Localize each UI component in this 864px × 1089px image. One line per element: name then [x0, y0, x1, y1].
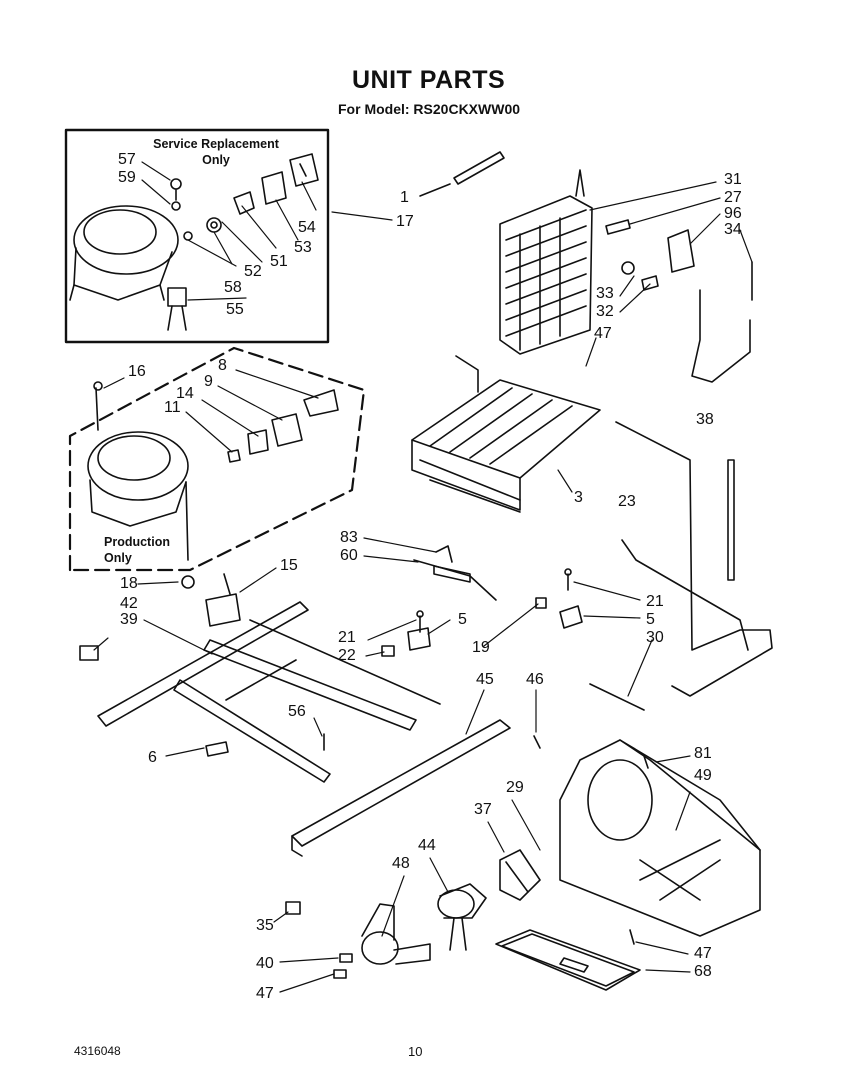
callout-21-right: 21	[646, 593, 664, 610]
callout-45: 45	[476, 671, 494, 688]
part-47-lower	[629, 929, 635, 945]
callout-8: 8	[218, 357, 227, 374]
page-number: 10	[408, 1044, 423, 1059]
leader-15	[239, 567, 277, 593]
callout-60: 60	[340, 547, 358, 564]
mount-parts	[381, 568, 583, 657]
callout-40: 40	[256, 955, 274, 972]
condenser-coil	[499, 169, 593, 355]
callout-6: 6	[148, 749, 157, 766]
production-leaders	[103, 369, 319, 585]
part-81	[643, 755, 649, 769]
production-only-label: Production Only	[104, 535, 170, 565]
callout-37: 37	[474, 801, 492, 818]
callout-14: 14	[176, 385, 194, 402]
callout-16: 16	[128, 363, 146, 380]
callout-19: 19	[472, 639, 490, 656]
defrost-heater	[413, 545, 497, 601]
callout-42: 42	[120, 595, 138, 612]
callout-11: 11	[164, 399, 181, 416]
callout-81: 81	[694, 745, 712, 762]
fan-motor	[437, 883, 487, 951]
callout-3: 3	[574, 489, 583, 506]
callout-9: 9	[204, 373, 213, 390]
callout-21-left: 21	[338, 629, 356, 646]
compressor-service-part	[69, 205, 187, 331]
page-title: UNIT PARTS	[352, 66, 506, 94]
chassis-frame	[79, 601, 441, 783]
callout-18: 18	[120, 575, 138, 592]
callout-5-right: 5	[646, 611, 655, 628]
evaporator	[411, 355, 601, 513]
document-number: 4316048	[74, 1044, 121, 1058]
production-box	[68, 346, 366, 572]
callout-34: 34	[724, 221, 742, 238]
callout-57: 57	[118, 151, 136, 168]
heater-leaders	[363, 537, 437, 563]
bracket-45	[291, 719, 511, 857]
motor-mount	[361, 903, 431, 965]
right-top-leaders	[585, 181, 753, 367]
production-small-parts	[93, 381, 339, 463]
fan-bracket	[559, 739, 761, 937]
callout-52: 52	[244, 263, 262, 280]
model-subtitle: For Model: RS20CKXWW00	[338, 101, 521, 117]
callout-30: 30	[646, 629, 664, 646]
callout-47-mid: 47	[694, 945, 712, 962]
callout-38: 38	[696, 411, 714, 428]
leader-17	[331, 211, 393, 221]
callout-31: 31	[724, 171, 742, 188]
callout-58: 58	[224, 279, 242, 296]
fan-blade	[499, 849, 541, 901]
callout-5-left: 5	[458, 611, 467, 628]
callout-83: 83	[340, 529, 358, 546]
callout-15: 15	[280, 557, 298, 574]
part-6	[205, 741, 229, 757]
fan-bracket-leaders	[635, 755, 691, 973]
callout-44: 44	[418, 837, 436, 854]
callout-47-top: 47	[594, 325, 612, 342]
service-replacement-box	[64, 128, 330, 344]
callout-68: 68	[694, 963, 712, 980]
callout-23: 23	[618, 493, 636, 510]
callout-96: 96	[724, 205, 742, 222]
callout-53: 53	[294, 239, 312, 256]
callout-32: 32	[596, 303, 614, 320]
service-leaders	[141, 161, 317, 301]
callout-29: 29	[506, 779, 524, 796]
callout-48: 48	[392, 855, 410, 872]
compressor-production-part	[87, 431, 195, 589]
callout-17: 17	[396, 213, 414, 230]
callout-27: 27	[724, 189, 742, 206]
service-small-parts	[170, 153, 319, 241]
part-1-dryer	[419, 151, 505, 197]
callout-22: 22	[338, 647, 356, 664]
service-replacement-label: Service Replacement Only	[153, 137, 279, 167]
lower-left-leaders	[273, 911, 339, 993]
drain-pan	[495, 929, 641, 991]
callout-59: 59	[118, 169, 136, 186]
callout-35: 35	[256, 917, 274, 934]
lower-left-parts	[285, 901, 353, 979]
callout-54: 54	[298, 219, 316, 236]
callout-39: 39	[120, 611, 138, 628]
callout-56: 56	[288, 703, 306, 720]
leader-45	[465, 689, 485, 735]
chassis-leaders	[93, 619, 323, 757]
leader-3	[557, 469, 573, 493]
callout-49: 49	[694, 767, 712, 784]
tubes	[589, 421, 773, 711]
right-top-small-parts	[605, 219, 753, 383]
callout-1: 1	[400, 189, 409, 206]
callout-46: 46	[526, 671, 544, 688]
callout-33: 33	[596, 285, 614, 302]
callout-55: 55	[226, 301, 244, 318]
mount-leaders	[365, 581, 653, 697]
callout-51: 51	[270, 253, 288, 270]
callout-47-bottom: 47	[256, 985, 274, 1002]
part-15	[205, 573, 241, 627]
part-46	[533, 735, 541, 749]
